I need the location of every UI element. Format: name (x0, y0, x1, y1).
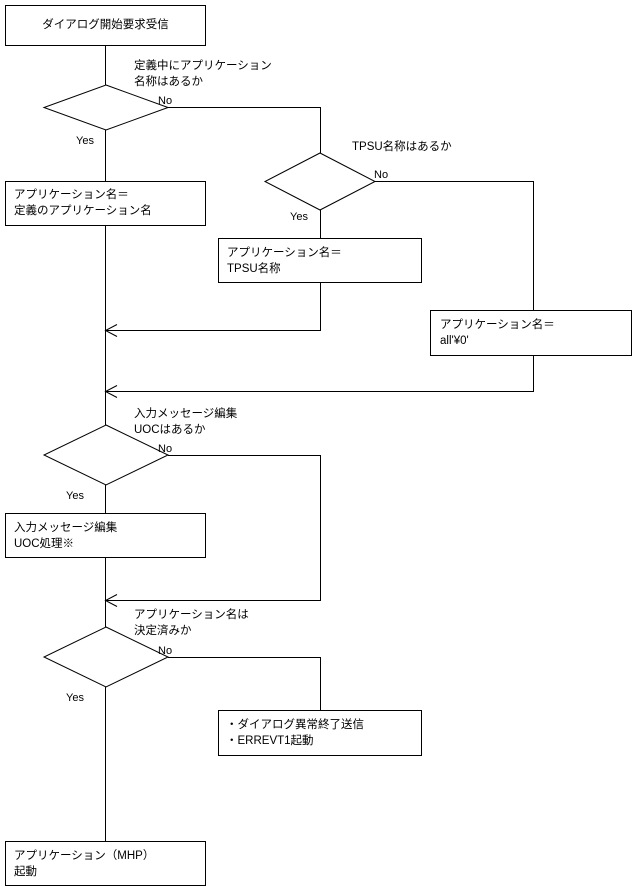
edge-decision2-no-to-app-name-all-null (375, 181, 534, 311)
node-uoc-process-label-line1: 入力メッセージ編集 (14, 522, 118, 534)
node-app-mhp-start-label-line2: 起動 (14, 866, 37, 878)
edge-app-name-all-null-merge-to-spine (105, 355, 534, 392)
edge-app-name-tpsu-merge-to-spine (105, 282, 321, 331)
node-start-box (5, 5, 206, 46)
decision-has-input-edit-uoc-yes-label: Yes (66, 490, 84, 502)
node-app-mhp-start-box (5, 841, 206, 886)
node-app-name-from-tpsu-label-line2: TPSU名称 (227, 263, 281, 275)
node-start-label: ダイアログ開始要求受信 (42, 19, 169, 31)
decision-app-name-decided-label-line2: 決定済みか (134, 625, 192, 637)
node-uoc-process-label-line2: UOC処理※ (14, 538, 75, 550)
decision-has-input-edit-uoc-no-label: No (158, 443, 173, 455)
edge-decision1-no-to-decision2 (168, 107, 321, 153)
decision-app-name-decided-label-line1: アプリケーション名は (134, 609, 249, 621)
node-app-mhp-start-label-line1: アプリケーション（MHP） (14, 850, 155, 862)
node-app-name-from-def-box (5, 181, 206, 226)
node-app-name-from-def-label-line2: 定義のアプリケーション名 (14, 205, 152, 217)
node-error-actions-box (218, 710, 422, 756)
decision-app-name-decided-yes-label: Yes (66, 692, 84, 704)
decision-has-def-app-name-label-line2: 名称はあるか (134, 76, 203, 88)
node-app-name-from-tpsu-label-line1: アプリケーション名＝ (227, 247, 342, 259)
decision-has-tpsu-name-no-label: No (374, 169, 389, 181)
node-uoc-process-box (5, 513, 206, 558)
decision-has-def-app-name-shape (42, 84, 170, 131)
decision-has-input-edit-uoc-label-line1: 入力メッセージ編集 (134, 408, 238, 420)
decision-app-name-decided-no-label: No (158, 645, 173, 657)
decision-has-tpsu-name-shape (263, 152, 377, 211)
node-app-name-from-def-label-line1: アプリケーション名＝ (14, 189, 129, 201)
decision-has-input-edit-uoc-label-line2: UOCはあるか (134, 424, 206, 436)
decision-has-def-app-name-label-line1: 定義中にアプリケーション (134, 60, 272, 72)
node-app-name-all-null-label-line2: all'¥0' (440, 335, 469, 347)
edge-decision3-no-to-spine (105, 455, 321, 601)
edge-decision4-no-to-error-actions (168, 657, 321, 711)
node-app-name-all-null-box (430, 310, 632, 356)
node-app-name-all-null-label-line1: アプリケーション名＝ (440, 319, 555, 331)
decision-has-def-app-name-no-label: No (158, 95, 173, 107)
node-error-actions-label-line1: ・ダイアログ異常終了送信 (226, 719, 364, 731)
decision-has-def-app-name-yes-label: Yes (76, 135, 94, 147)
node-error-actions-label-line2: ・ERREVT1起動 (226, 735, 314, 747)
decision-has-tpsu-name-label-line1: TPSU名称はあるか (352, 141, 452, 153)
decision-has-tpsu-name-yes-label: Yes (290, 211, 308, 223)
